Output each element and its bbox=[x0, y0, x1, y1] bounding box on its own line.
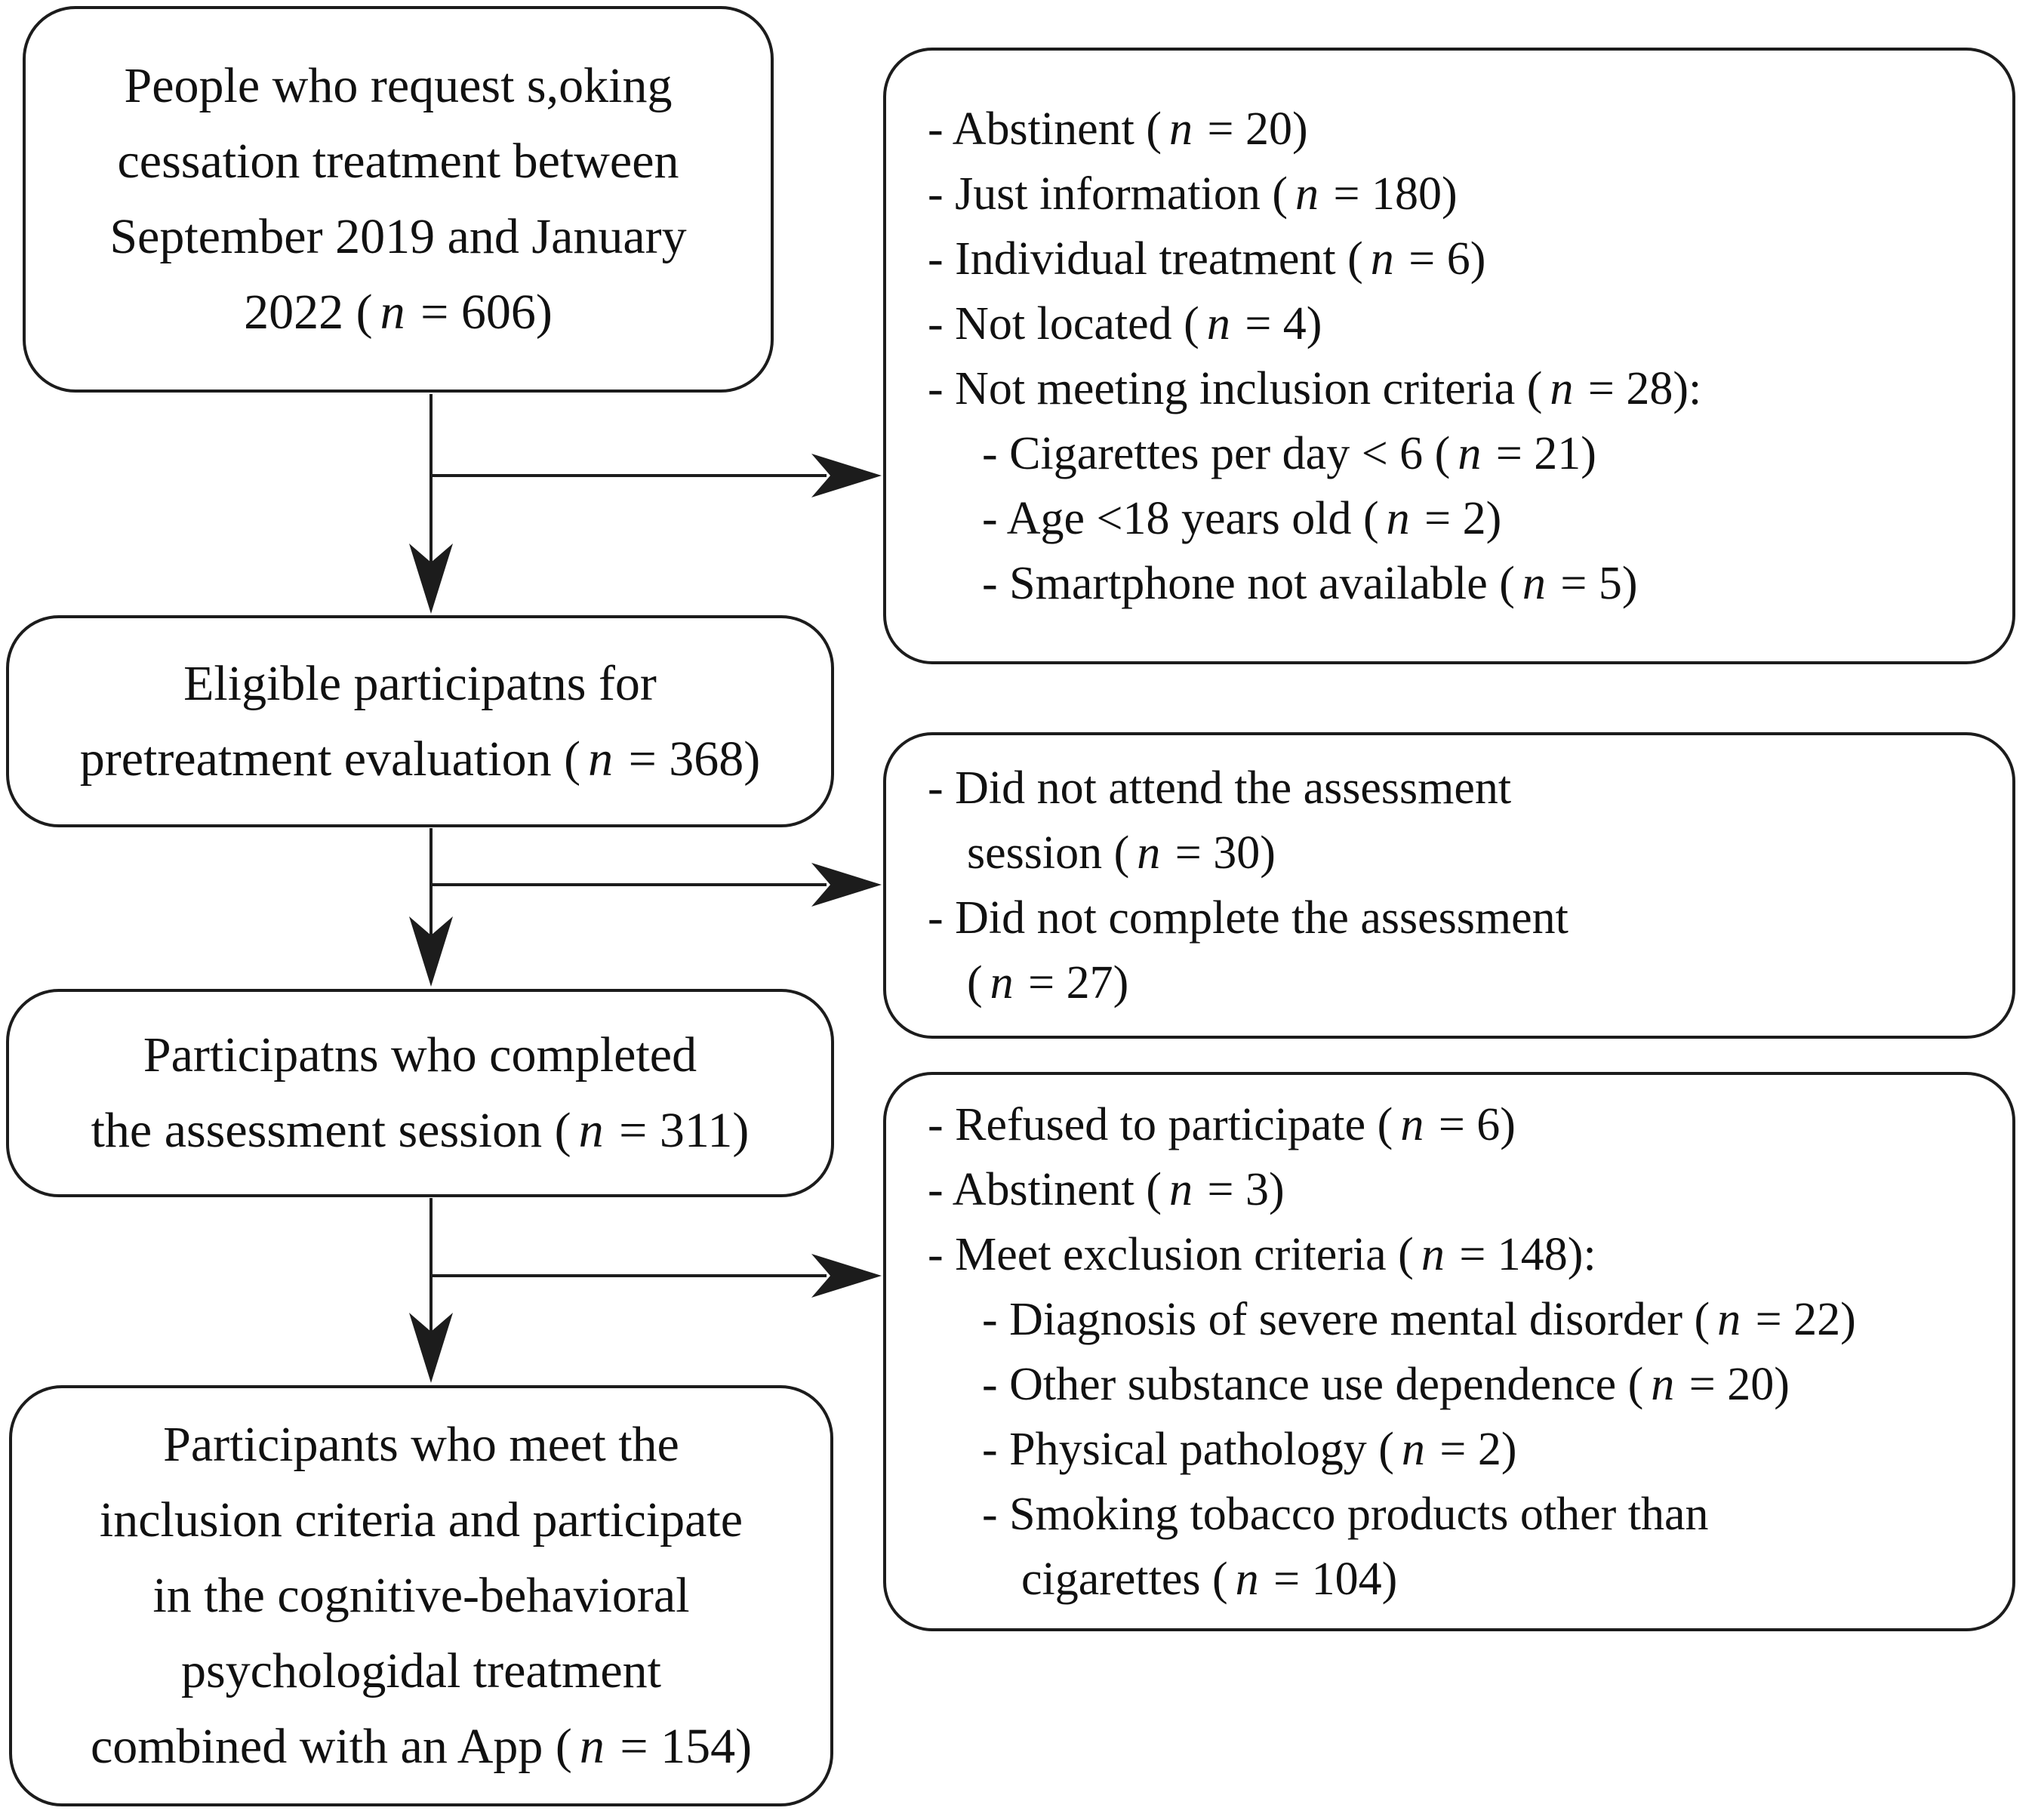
box-text-line: People who request s,oking bbox=[124, 58, 673, 113]
list-item: - Smoking tobacco products other than bbox=[982, 1488, 1709, 1540]
box-text-line: inclusion criteria and participate bbox=[99, 1492, 743, 1547]
list-item-continuation: session (n = 30) bbox=[967, 827, 1276, 879]
box-text-line: pretreatment evaluation (n = 368) bbox=[79, 731, 761, 787]
box-assessment-dropouts: - Did not attend the assessment session (… bbox=[883, 732, 2015, 1039]
box-exclusions-after-assessment: - Refused to participate (n = 6) - Abstin… bbox=[883, 1072, 2015, 1631]
box-completed-assessment: Participatns who completed the assessment… bbox=[6, 989, 834, 1197]
list-item: - Smartphone not available (n = 5) bbox=[982, 557, 1638, 609]
arrowhead-down-2 bbox=[409, 916, 453, 987]
list-item: - Not located (n = 4) bbox=[928, 297, 1322, 350]
box-text-line: in the cognitive-behavioral bbox=[152, 1568, 690, 1623]
box-text-line: combined with an App (n = 154) bbox=[90, 1719, 753, 1774]
box-exclusions-before-eligibility: - Abstinent (n = 20) - Just information (… bbox=[883, 48, 2015, 664]
arrowhead-right-3 bbox=[811, 1254, 882, 1298]
box-text-line: September 2019 and January bbox=[109, 209, 687, 264]
list-item: - Just information (n = 180) bbox=[928, 168, 1458, 220]
list-item: - Not meeting inclusion criteria (n = 28… bbox=[928, 362, 1702, 414]
box-text-line: 2022 (n = 606) bbox=[244, 285, 553, 340]
arrowhead-down-1 bbox=[409, 544, 453, 614]
box-text-line: psychologidal treatment bbox=[181, 1643, 661, 1698]
arrowhead-right-1 bbox=[811, 454, 882, 497]
list-item: - Did not attend the assessment bbox=[928, 762, 1512, 814]
arrowhead-down-3 bbox=[409, 1313, 453, 1383]
list-item: - Meet exclusion criteria (n = 148): bbox=[928, 1228, 1596, 1280]
list-item: - Abstinent (n = 3) bbox=[928, 1163, 1285, 1215]
box-text-line: cessation treatment between bbox=[117, 134, 679, 189]
list-item: - Other substance use dependence (n = 20… bbox=[982, 1358, 1790, 1410]
list-item: - Cigarettes per day < 6 (n = 21) bbox=[982, 427, 1596, 479]
list-item: - Refused to participate (n = 6) bbox=[928, 1098, 1516, 1150]
list-item: - Did not complete the assessment bbox=[928, 892, 1569, 944]
list-item-continuation: (n = 27) bbox=[967, 957, 1129, 1009]
box-included-in-treatment: Participants who meet the inclusion crite… bbox=[9, 1385, 833, 1806]
box-smoking-cessation-requests: People who request s,oking cessation trea… bbox=[23, 6, 774, 393]
box-text-line: Participants who meet the bbox=[163, 1417, 679, 1472]
box-eligible-participants: Eligible participatns for pretreatment ev… bbox=[6, 615, 834, 827]
list-item: - Individual treatment (n = 6) bbox=[928, 233, 1486, 285]
list-item: - Abstinent (n = 20) bbox=[928, 103, 1308, 155]
list-item: - Physical pathology (n = 2) bbox=[982, 1423, 1517, 1475]
box-text-line: Eligible participatns for bbox=[183, 655, 657, 711]
list-item: - Age <18 years old (n = 2) bbox=[982, 492, 1502, 544]
box-text-line: Participatns who completed bbox=[143, 1027, 697, 1082]
box-text-line: the assessment session (n = 311) bbox=[91, 1103, 750, 1158]
arrowhead-right-2 bbox=[811, 863, 882, 907]
list-item: - Diagnosis of severe mental disorder (n… bbox=[982, 1293, 1856, 1345]
list-item-continuation: cigarettes (n = 104) bbox=[1021, 1553, 1398, 1605]
